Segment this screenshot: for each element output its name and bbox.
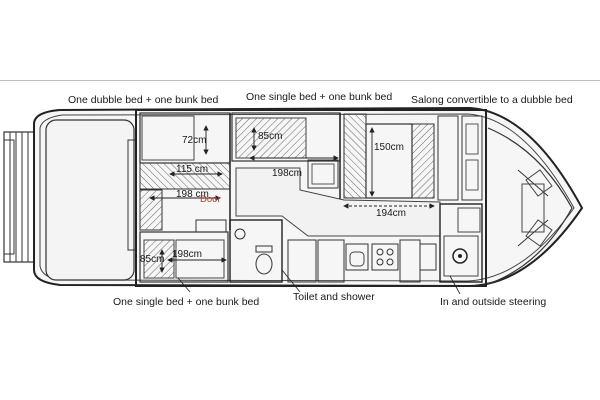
dim-72cm: 72cm (182, 135, 207, 146)
leader-lines (177, 269, 461, 295)
door-label: Door (200, 194, 221, 205)
caption-steering: In and outside steering (440, 296, 547, 308)
salon (343, 113, 483, 201)
dim-198cm-mid: 198cm (272, 168, 303, 179)
caption-lower-cabin: One single bed + one bunk bed (113, 296, 260, 308)
lower-cabin (139, 219, 229, 283)
steering-station (439, 203, 483, 283)
dim-115cm: 115 cm (176, 164, 209, 175)
swim-platform (3, 131, 37, 263)
galley (287, 239, 437, 283)
dim-85cm-lower: 85cm (140, 254, 165, 265)
dim-198cm-lower: 198cm (172, 249, 203, 260)
caption-toilet: Toilet and shower (293, 291, 375, 303)
bow (487, 127, 573, 285)
top-divider (0, 80, 600, 81)
dimension-lines (149, 125, 435, 273)
dim-150cm: 150cm (374, 142, 405, 153)
caption-mid-cabin: One single bed + one bunk bed (246, 91, 393, 103)
caption-salon: Salong convertible to a dubble bed (411, 94, 573, 106)
dim-85cm-mid: 85cm (258, 131, 283, 142)
dim-198cm-aft: 198 cm (176, 189, 209, 200)
caption-aft-cabin: One dubble bed + one bunk bed (68, 94, 219, 106)
toilet-shower (229, 219, 283, 283)
dim-194cm: 194cm (376, 208, 407, 219)
aft-deck (45, 119, 135, 281)
